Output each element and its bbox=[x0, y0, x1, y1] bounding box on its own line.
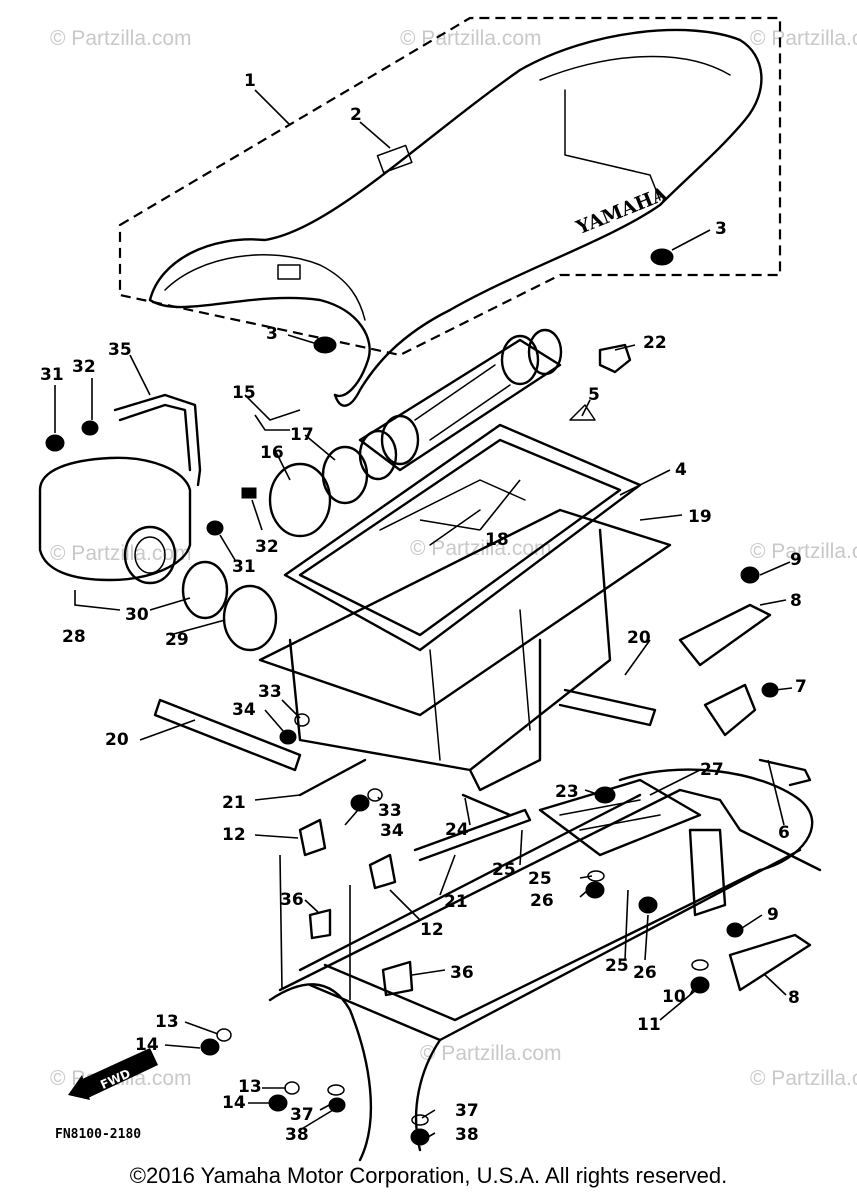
callout-16: 16 bbox=[260, 443, 284, 463]
callout-12: 12 bbox=[420, 920, 444, 940]
callout-26: 26 bbox=[530, 891, 554, 911]
callout-10: 10 bbox=[662, 987, 686, 1007]
air-box bbox=[258, 423, 672, 792]
hardware-fasteners bbox=[200, 566, 779, 1146]
callout-34: 34 bbox=[232, 700, 256, 720]
callout-35: 35 bbox=[108, 340, 132, 360]
callout-29: 29 bbox=[165, 630, 189, 650]
intake-duct bbox=[358, 328, 632, 481]
callout-14: 14 bbox=[135, 1035, 159, 1055]
callout-6: 6 bbox=[778, 823, 790, 843]
callout-22: 22 bbox=[643, 333, 667, 353]
mounting-frame bbox=[268, 603, 822, 1162]
callout-38: 38 bbox=[455, 1125, 479, 1145]
callout-33: 33 bbox=[258, 682, 282, 702]
callout-26: 26 bbox=[633, 963, 657, 983]
callout-21: 21 bbox=[444, 892, 468, 912]
callout-8: 8 bbox=[790, 591, 802, 611]
callout-23: 23 bbox=[555, 782, 579, 802]
watermark: © Partzilla.com bbox=[420, 1042, 562, 1065]
callout-36: 36 bbox=[280, 890, 304, 910]
callout-17: 17 bbox=[290, 425, 314, 445]
callout-13: 13 bbox=[238, 1077, 262, 1097]
watermark: © Partzilla.com bbox=[750, 27, 857, 50]
callout-32: 32 bbox=[255, 537, 279, 557]
callout-19: 19 bbox=[688, 507, 712, 527]
callout-34: 34 bbox=[380, 821, 404, 841]
callout-20: 20 bbox=[105, 730, 129, 750]
callout-7: 7 bbox=[795, 677, 807, 697]
watermark: © Partzilla.com bbox=[400, 27, 542, 50]
callout-36: 36 bbox=[450, 963, 474, 983]
callout-27: 27 bbox=[700, 760, 724, 780]
callout-25: 25 bbox=[605, 956, 629, 976]
callout-1: 1 bbox=[244, 71, 256, 91]
callout-30: 30 bbox=[125, 605, 149, 625]
callout-3: 3 bbox=[266, 324, 278, 344]
callout-31: 31 bbox=[40, 365, 64, 385]
callout-8: 8 bbox=[788, 988, 800, 1008]
callout-25: 25 bbox=[492, 860, 516, 880]
callout-28: 28 bbox=[62, 627, 86, 647]
watermark: © Partzilla.com bbox=[750, 540, 857, 563]
callout-37: 37 bbox=[455, 1101, 479, 1121]
strap-hardware bbox=[45, 393, 257, 536]
callout-numbers: 1 2 3 3 4 5 6 7 8 8 9 9 10 11 12 12 13 1… bbox=[40, 71, 807, 1145]
callout-21: 21 bbox=[222, 793, 246, 813]
callout-20: 20 bbox=[627, 628, 651, 648]
callout-33: 33 bbox=[378, 801, 402, 821]
callout-15: 15 bbox=[232, 383, 256, 403]
callout-12: 12 bbox=[222, 825, 246, 845]
callout-13: 13 bbox=[155, 1012, 179, 1032]
watermark: © Partzilla.com bbox=[50, 27, 192, 50]
callout-25: 25 bbox=[528, 869, 552, 889]
callout-3: 3 bbox=[715, 219, 727, 239]
callout-37: 37 bbox=[290, 1105, 314, 1125]
callout-31: 31 bbox=[232, 557, 256, 577]
watermark: © Partzilla.com bbox=[750, 1067, 857, 1090]
callout-24: 24 bbox=[445, 820, 469, 840]
callout-9: 9 bbox=[790, 550, 802, 570]
drawing-code: FN8100-2180 bbox=[55, 1127, 141, 1142]
callout-2: 2 bbox=[350, 105, 362, 125]
callout-9: 9 bbox=[767, 905, 779, 925]
callout-14: 14 bbox=[222, 1093, 246, 1113]
leader-lines bbox=[54, 89, 793, 1138]
callout-38: 38 bbox=[285, 1125, 309, 1145]
callout-18: 18 bbox=[485, 530, 509, 550]
seat-assembly: YAMAHA bbox=[118, 16, 782, 407]
callout-11: 11 bbox=[637, 1015, 661, 1035]
foam-strips bbox=[153, 688, 657, 862]
callout-32: 32 bbox=[72, 357, 96, 377]
callout-4: 4 bbox=[675, 460, 687, 480]
copyright-notice: ©2016 Yamaha Motor Corporation, U.S.A. A… bbox=[129, 1163, 728, 1188]
seat-logo-text: YAMAHA bbox=[572, 183, 670, 240]
filter-element bbox=[38, 445, 369, 652]
callout-5: 5 bbox=[588, 385, 600, 405]
watermark: © Partzilla.com bbox=[50, 542, 192, 565]
